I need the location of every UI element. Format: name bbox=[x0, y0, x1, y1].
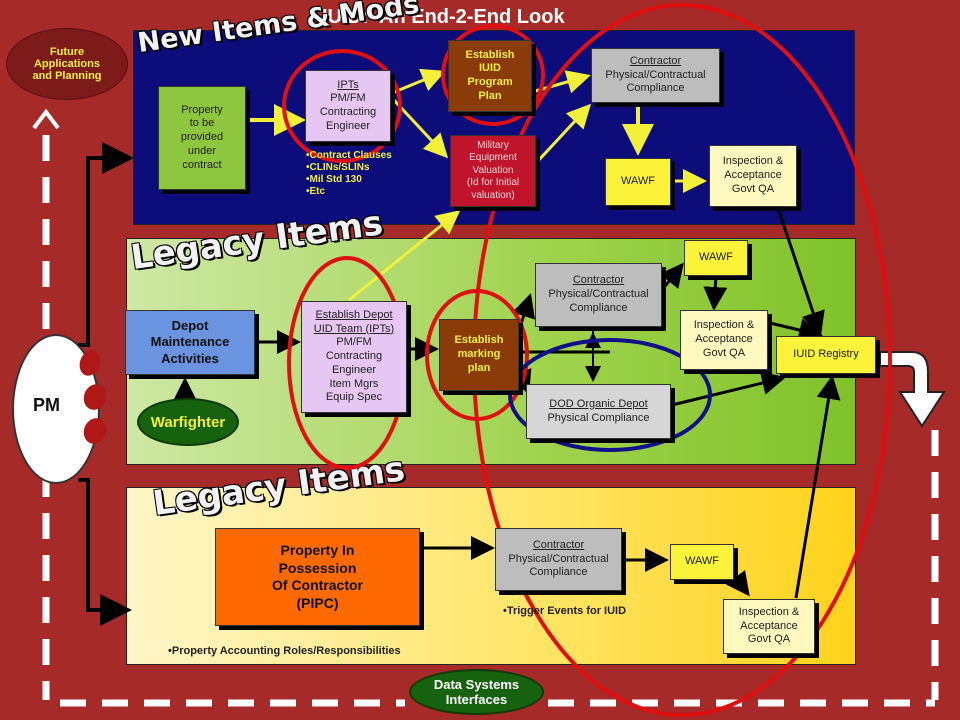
data-systems-interfaces-badge: Data Systems Interfaces bbox=[409, 669, 544, 715]
ipts-body: PM/FM Contracting Engineer bbox=[319, 92, 377, 132]
marking-plan-box: Establish marking plan bbox=[439, 319, 519, 391]
bullet-item: •CLINs/SLINs bbox=[306, 162, 370, 173]
ipts-box: IPTs PM/FM Contracting Engineer bbox=[305, 70, 391, 142]
ipts-bullets: •Contract Clauses •CLINs/SLINs •Mil Std … bbox=[306, 150, 392, 198]
inspection-box-legacy2: Inspection & Acceptance Govt QA bbox=[723, 599, 815, 654]
bullet-item: •Mil Std 130 bbox=[306, 174, 362, 185]
contractor-compliance-box-legacy1: Contractor Physical/Contractual Complian… bbox=[535, 263, 662, 327]
pipc-box: Property In Possession Of Contractor (PI… bbox=[215, 528, 420, 626]
page-title: IUID: An End-2-End Look bbox=[322, 6, 565, 28]
dod-depot-heading: DOD Organic Depot bbox=[549, 397, 648, 410]
contractor-compliance-box-legacy2: Contractor Physical/Contractual Complian… bbox=[495, 528, 622, 591]
equipment-valuation-box: Military Equipment Valuation (Id for Ini… bbox=[450, 135, 536, 207]
pm-circle bbox=[12, 334, 100, 484]
property-to-be-provided-box: Property to be provided under contract bbox=[158, 86, 246, 190]
contractor-body: Physical/Contractual Compliance bbox=[508, 552, 609, 579]
inspection-box-new: Inspection & Acceptance Govt QA bbox=[709, 145, 797, 207]
iuid-registry-box: IUID Registry bbox=[776, 336, 876, 374]
contractor-heading: Contractor bbox=[572, 274, 625, 287]
future-applications-badge: Future Applications and Planning bbox=[6, 28, 128, 100]
contractor-compliance-box-new: Contractor Physical/Contractual Complian… bbox=[591, 48, 720, 103]
wawf-box-new: WAWF bbox=[605, 158, 671, 206]
pm-decoration bbox=[76, 347, 110, 450]
dod-depot-body: Physical Compliance bbox=[547, 411, 650, 424]
red-highlight-ipts bbox=[282, 49, 402, 163]
inspection-box-legacy1: Inspection & Acceptance Govt QA bbox=[680, 310, 768, 370]
iuid-program-plan-box: Establish IUID Program Plan bbox=[448, 40, 532, 112]
bullet-item: •Etc bbox=[306, 186, 326, 197]
contractor-body: Physical/Contractual Compliance bbox=[548, 288, 649, 314]
up-arrow-icon bbox=[32, 108, 60, 130]
red-highlight-plan bbox=[441, 24, 545, 126]
wawf-box-legacy1: WAWF bbox=[684, 240, 748, 276]
depot-team-heading: Establish Depot UID Team (IPTs) bbox=[313, 308, 395, 335]
depot-uid-team-box: Establish Depot UID Team (IPTs) PM/FM Co… bbox=[301, 301, 407, 413]
dod-organic-depot-box: DOD Organic Depot Physical Compliance bbox=[526, 384, 671, 439]
blue-highlight-depot bbox=[508, 338, 712, 452]
contractor-heading: Contractor bbox=[629, 54, 682, 67]
wawf-box-legacy2: WAWF bbox=[670, 544, 734, 580]
depot-maintenance-box: Depot Maintenance Activities bbox=[125, 310, 255, 375]
ipts-heading: IPTs bbox=[337, 78, 359, 91]
accounting-roles-note: •Property Accounting Roles/Responsibilit… bbox=[168, 645, 401, 657]
contractor-body: Physical/Contractual Compliance bbox=[605, 68, 706, 95]
pm-label: PM bbox=[33, 395, 60, 415]
warfighter-badge: Warfighter bbox=[137, 398, 239, 446]
contractor-heading: Contractor bbox=[532, 538, 585, 551]
depot-team-body: PM/FM Contracting Engineer Item Mgrs Equ… bbox=[325, 336, 383, 404]
bullet-item: •Contract Clauses bbox=[306, 150, 392, 161]
curved-arrow-icon bbox=[879, 351, 946, 428]
trigger-events-note: •Trigger Events for IUID bbox=[503, 605, 627, 617]
